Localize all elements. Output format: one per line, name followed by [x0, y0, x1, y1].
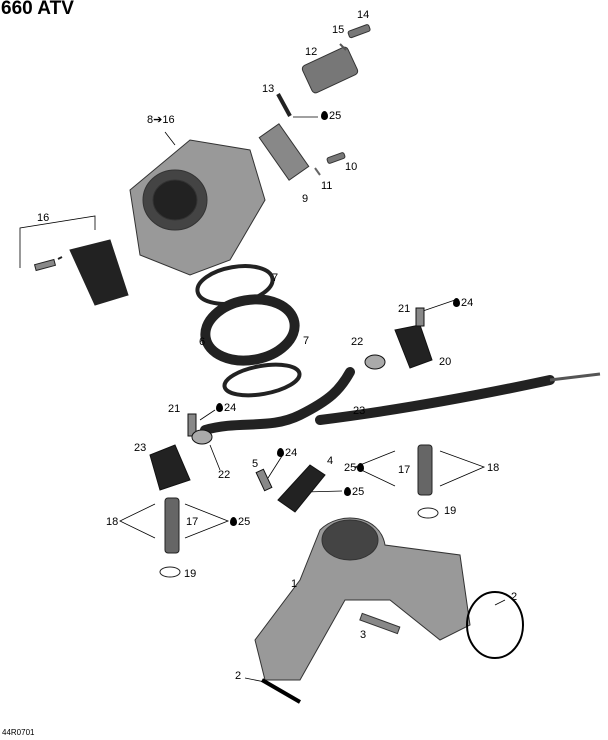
- callout-24c: 24: [276, 447, 297, 459]
- callout-17b: 17: [186, 516, 199, 528]
- callout-4: 4: [327, 455, 334, 467]
- callout-18b: 18: [106, 516, 119, 528]
- callout-25b: 25: [343, 486, 364, 498]
- callout-11: 11: [321, 180, 333, 192]
- callout-10: 10: [345, 161, 358, 173]
- callout-7b: 7: [303, 335, 310, 347]
- callout-25c: 25: [344, 462, 365, 474]
- diagram-title: 660 ATV: [1, 0, 74, 19]
- callout-2: 2: [511, 591, 518, 603]
- drop-icon: [453, 298, 460, 307]
- reference-code: 44R0701: [2, 728, 35, 737]
- callout-22: 22: [351, 336, 364, 348]
- callout-25: 25: [320, 110, 341, 122]
- callout-6: 6: [199, 336, 206, 348]
- throttle-body: [129, 139, 266, 276]
- callout-17: 17: [398, 464, 411, 476]
- callout-23b: 23: [134, 442, 147, 454]
- callout-24b: 24: [215, 402, 236, 414]
- intake-manifold: [254, 517, 524, 704]
- callout-21: 21: [398, 303, 411, 315]
- callout-1: 1: [291, 578, 298, 590]
- drop-icon: [216, 403, 223, 412]
- callout-20: 20: [439, 356, 452, 368]
- drop-icon: [230, 517, 237, 526]
- callout-19: 19: [444, 505, 457, 517]
- drop-icon: [277, 448, 284, 457]
- callout-3: 3: [360, 629, 367, 641]
- callout-25d: 25: [229, 516, 250, 528]
- fuel-injector: [159, 444, 439, 578]
- callout-16: 16: [37, 212, 50, 224]
- callout-19b: 19: [184, 568, 197, 580]
- callout-24: 24: [452, 297, 473, 309]
- callout-5: 5: [252, 458, 259, 470]
- drop-icon: [344, 487, 351, 496]
- callout-12: 12: [305, 46, 318, 58]
- arrow-right-icon: ➔: [153, 114, 163, 126]
- sensor-parts: [149, 307, 433, 513]
- callout-2b: 2: [235, 670, 242, 682]
- intake-adapter: [195, 264, 302, 398]
- fuel-hose: [200, 367, 555, 435]
- callout-13: 13: [262, 83, 275, 95]
- callout-9: 9: [302, 193, 309, 205]
- callout-15: 15: [332, 24, 345, 36]
- callout-22b: 22: [218, 469, 231, 481]
- callout-23: 23: [353, 405, 366, 417]
- idle-bypass-valve: [258, 24, 371, 181]
- callout-21b: 21: [168, 403, 181, 415]
- callout-8: 8➔16: [147, 114, 175, 126]
- callout-7: 7: [272, 272, 279, 284]
- drop-icon: [321, 111, 328, 120]
- callout-14: 14: [357, 9, 370, 21]
- callout-18: 18: [487, 462, 500, 474]
- drop-icon: [357, 463, 365, 472]
- throttle-position-sensor: [33, 239, 129, 306]
